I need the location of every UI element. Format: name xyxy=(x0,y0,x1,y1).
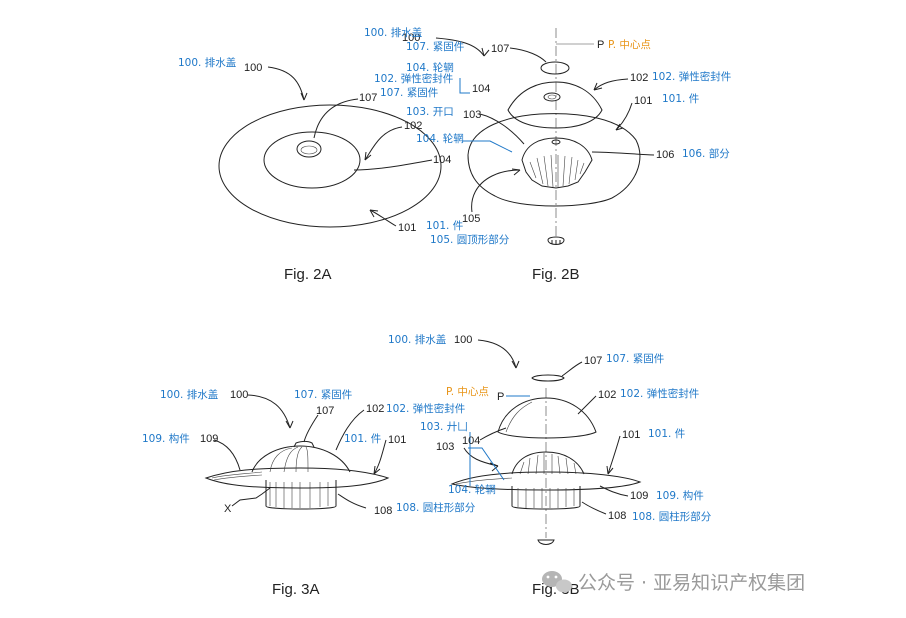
fig3b-ref-103: 103 xyxy=(436,441,454,453)
fig3a-ref-101: 101 xyxy=(388,434,406,446)
fig2b-ref-101: 101 xyxy=(634,95,652,107)
fig3b-label-structure: 109. 构件 xyxy=(656,489,704,502)
fig3b-seal-102 xyxy=(497,397,597,439)
fig2b-member-101 xyxy=(467,113,641,207)
fig3b-label-opening: 103. 廾凵 xyxy=(420,421,468,433)
fig3b-member-101 xyxy=(450,471,642,491)
fig2b-label-dome-part: 105. 圆顶形部分 xyxy=(430,233,510,246)
fig3a-label-member: 101. 件 xyxy=(344,433,381,445)
fig2b-fastener-107 xyxy=(540,61,570,75)
fig2b-label-member-right: 101. 件 xyxy=(662,93,699,105)
fig3a-label-seal: 102. 弹性密封件 xyxy=(386,402,465,415)
fig3a-ref-109: 109 xyxy=(200,433,218,445)
fig3b-label-hub: 104. 轮辋 xyxy=(448,483,496,496)
fig2b-label-hub-mid: 104. 轮辋 xyxy=(416,132,464,145)
fig2b-ref-102: 102 xyxy=(630,72,648,84)
fig2a-fastener-107 xyxy=(296,140,322,158)
fig3a-flange-109 xyxy=(204,467,390,489)
fig2b-ref-105: 105 xyxy=(462,213,480,225)
fig3a-cylinder-108 xyxy=(265,480,337,510)
fig3a-ref-107: 107 xyxy=(316,405,334,417)
fig2b-label-part: 106. 部分 xyxy=(682,147,730,160)
fig2b-ref-104: 104 xyxy=(472,83,490,95)
fig3a-label-cylinder: 108. 圆柱形部分 xyxy=(396,501,476,514)
watermark: 公众号 · 亚易知识产权集团 xyxy=(542,571,805,594)
fig3b-ref-108: 108 xyxy=(608,510,626,522)
fig-2a xyxy=(218,66,442,228)
fig2a-seal-102 xyxy=(263,131,361,189)
fig3a-ref-108: 108 xyxy=(374,505,392,517)
fig2b-label-seal-right: 102. 弹性密封件 xyxy=(652,70,731,83)
fig2b-label-drain-cover: 100. 排水盖 xyxy=(364,26,423,39)
fig-3a xyxy=(204,394,390,510)
fig2a-label-drain-cover: 100. 排水盖 xyxy=(178,56,237,69)
fig2b-label-hub-top: 104. 轮辋 xyxy=(406,61,454,74)
fig2b-label-opening: 103. 开口 xyxy=(406,106,454,118)
fig3a-seal-102 xyxy=(251,445,351,473)
fig3a-label-drain-cover: 100. 排水盖 xyxy=(160,388,219,401)
fig2a-leader-100 xyxy=(267,66,305,101)
fig2b-caption: Fig. 2B xyxy=(532,266,580,283)
fig3b-ref-101: 101 xyxy=(622,429,640,441)
fig2a-ref-102: 102 xyxy=(404,120,422,132)
fig2b-ref-106: 106 xyxy=(656,149,674,161)
fig-3b xyxy=(450,339,642,545)
fig2b-label-member-left: 101. 件 xyxy=(426,220,463,232)
fig3a-fastener-107 xyxy=(293,441,315,448)
fig3b-label-cylinder: 108. 圆柱形部分 xyxy=(632,510,712,523)
fig3b-ref-102: 102 xyxy=(598,389,616,401)
fig3a-ref-102: 102 xyxy=(366,403,384,415)
fig2a-member-101 xyxy=(218,104,442,228)
fig2b-ref-107: 107 xyxy=(491,43,509,55)
fig3a-ref-X: X xyxy=(224,503,232,515)
fig2b-ref-100: 100 xyxy=(402,32,420,44)
wechat-icon xyxy=(542,571,572,593)
fig2a-fastener-inner xyxy=(300,145,318,155)
fig2b-ref-P: P xyxy=(597,39,604,51)
fig3b-ref-107: 107 xyxy=(584,355,602,367)
fig2b-ref-103: 103 xyxy=(463,109,481,121)
fig2a-ref-101: 101 xyxy=(398,222,416,234)
watermark-text: 公众号 · 亚易知识产权集团 xyxy=(578,572,805,594)
fig2b-dome-105 xyxy=(521,137,593,189)
fig3b-label-fastener: 107. 紧固件 xyxy=(606,353,664,365)
fig2a-ref-100: 100 xyxy=(244,62,262,74)
fig3b-cylinder-108 xyxy=(511,486,581,510)
fig2a-caption: Fig. 2A xyxy=(284,266,332,283)
fig3a-ref-100: 100 xyxy=(230,389,248,401)
fig3b-label-member: 101. 件 xyxy=(648,428,685,440)
fig3b-label-drain-cover: 100. 排水盖 xyxy=(388,333,447,346)
fig2a-ref-104: 104 xyxy=(433,154,451,166)
fig3b-ref-100: 100 xyxy=(454,334,472,346)
fig3b-label-seal: 102. 弹性密封件 xyxy=(620,387,699,400)
fig2b-label-fastener-mid: 107. 紧固件 xyxy=(380,87,438,99)
fig3a-label-fastener: 107. 紧固件 xyxy=(294,389,352,401)
fig-2b xyxy=(435,28,655,245)
fig2b-label-center-point: P. 中心点 xyxy=(608,38,651,51)
fig3a-label-structure: 109. 构件 xyxy=(142,432,190,445)
fig3b-label-center-point: P. 中心点 xyxy=(446,385,489,398)
fig2b-label-fastener-top: 107. 紧固件 xyxy=(406,41,464,53)
fig2b-label-seal-left: 102. 弹性密封件 xyxy=(374,72,453,85)
fig3a-caption: Fig. 3A xyxy=(272,581,320,598)
fig2a-ref-107: 107 xyxy=(359,92,377,104)
fig3b-ref-P: P xyxy=(497,391,504,403)
fig3b-fastener-107 xyxy=(531,374,565,382)
fig3b-ref-104: 104 xyxy=(462,435,480,447)
fig2b-seal-102 xyxy=(507,81,603,129)
fig3b-ref-109: 109 xyxy=(630,490,648,502)
